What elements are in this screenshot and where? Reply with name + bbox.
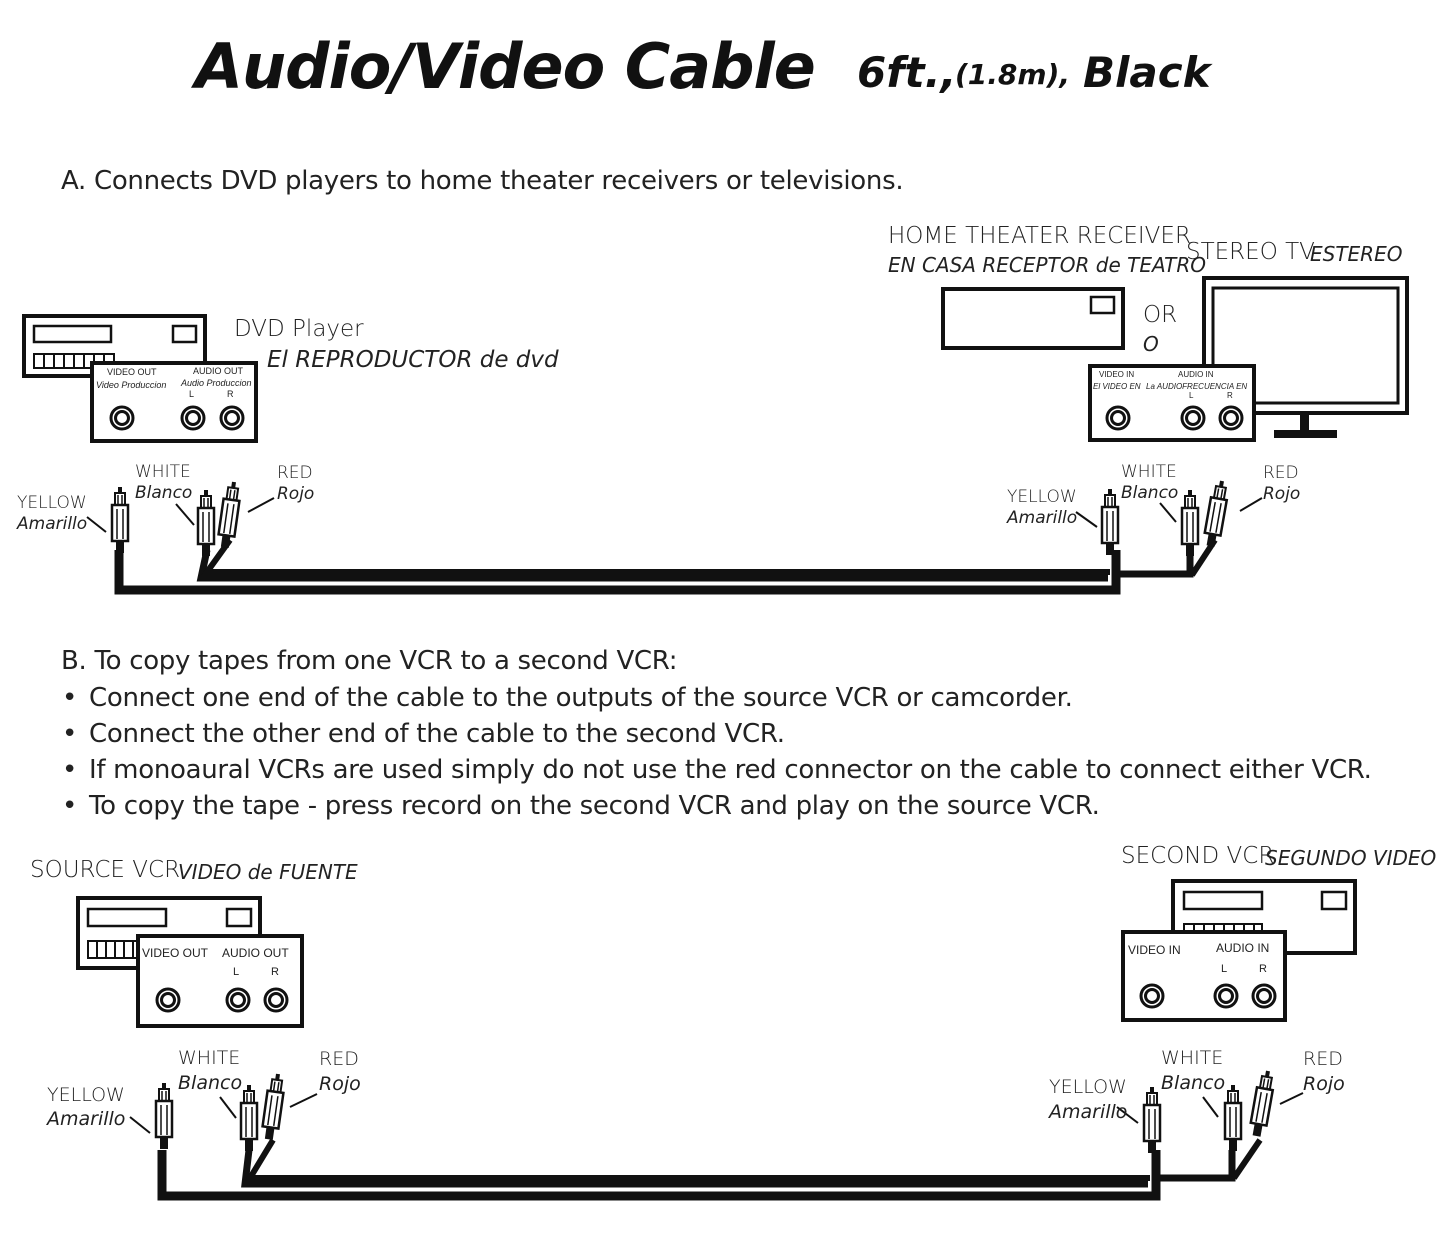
yellow-plug-label-right: YELLOW (1007, 487, 1077, 507)
yellow-plug-label-b-right: YELLOW (1049, 1076, 1127, 1098)
dvd-right-label: R (227, 389, 234, 399)
tv-video-in-label: VIDEO IN (1099, 370, 1135, 379)
source-video-out-label: VIDEO OUT (142, 946, 209, 960)
source-vcr-graphic (76, 896, 304, 1028)
cable-color: Black (1083, 48, 1211, 97)
source-right-label: R (271, 966, 279, 978)
red-plug-label: RED (277, 463, 313, 483)
second-audio-in-label: AUDIO IN (1216, 941, 1270, 955)
tv-video-in-label-es: El VIDEO EN (1093, 382, 1141, 391)
dvd-video-out-label: VIDEO OUT (107, 367, 157, 377)
dvd-player-graphic (22, 314, 258, 443)
white-plug-label-right: WHITE (1121, 462, 1177, 482)
or-label-es: O (1143, 332, 1159, 356)
dvd-player-label-es: El REPRODUCTOR de dvd (267, 347, 559, 373)
tv-audio-in-label: AUDIO IN (1178, 370, 1214, 379)
section-a-heading: A. Connects DVD players to home theater … (61, 166, 904, 196)
dvd-left-label: L (189, 389, 195, 399)
source-left-label: L (233, 966, 240, 978)
source-vcr-label-es: VIDEO de FUENTE (178, 860, 358, 884)
white-plug-label-right-es: Blanco (1121, 483, 1179, 503)
yellow-plug-label: YELLOW (17, 493, 87, 513)
dvd-audio-out-label-es: Audio Produccion (181, 378, 252, 388)
bullet-icon: • (62, 683, 78, 713)
tv-label-es: ESTEREO (1310, 242, 1403, 266)
white-plug-label: WHITE (135, 462, 191, 482)
red-plug-label-b: RED (319, 1048, 359, 1070)
list-item: •Connect one end of the cable to the out… (62, 680, 1372, 716)
red-plug-label-b-right: RED (1303, 1048, 1343, 1070)
receiver-label: HOME THEATER RECEIVER (888, 223, 1191, 249)
white-plug-label-b-es: Blanco (178, 1072, 243, 1094)
dvd-player-label: DVD Player (234, 316, 364, 342)
or-label: OR (1143, 302, 1178, 328)
white-plug-label-es: Blanco (135, 483, 193, 503)
list-item: •To copy the tape - press record on the … (62, 788, 1372, 824)
dvd-video-out-label-es: Video Produccion (96, 380, 167, 390)
white-plug-label-b-right-es: Blanco (1161, 1072, 1226, 1094)
source-audio-out-label: AUDIO OUT (222, 946, 289, 960)
yellow-plug-label-b-right-es: Amarillo (1049, 1101, 1128, 1123)
second-vcr-graphic (1121, 879, 1357, 1022)
tv-graphic (1088, 276, 1409, 442)
second-left-label: L (1221, 963, 1228, 975)
yellow-plug-label-b-es: Amarillo (47, 1108, 126, 1130)
yellow-plug-label-es: Amarillo (17, 514, 88, 534)
source-vcr-label: SOURCE VCR (30, 857, 181, 883)
yellow-plug-label-b: YELLOW (47, 1084, 125, 1106)
page-title: Audio/Video Cable (195, 30, 816, 103)
bullet-icon: • (62, 719, 78, 749)
list-item: •If monoaural VCRs are used simply do no… (62, 752, 1372, 788)
section-b-heading: B. To copy tapes from one VCR to a secon… (61, 646, 678, 676)
second-vcr-label: SECOND VCR (1121, 843, 1275, 869)
white-plug-label-b: WHITE (178, 1047, 241, 1069)
tv-audio-in-label-es: La AUDIOFRECUENCIA EN (1146, 382, 1248, 391)
second-video-in-label: VIDEO IN (1128, 943, 1181, 957)
dvd-audio-out-label: AUDIO OUT (193, 366, 244, 376)
tv-right-label: R (1227, 391, 1233, 400)
red-plug-label-right: RED (1263, 463, 1299, 483)
red-plug-label-right-es: Rojo (1263, 484, 1301, 504)
red-plug-label-b-es: Rojo (319, 1073, 361, 1095)
yellow-plug-label-right-es: Amarillo (1007, 508, 1078, 528)
bullet-icon: • (62, 791, 78, 821)
cable-a-graphic (114, 538, 1218, 595)
white-plug-label-b-right: WHITE (1161, 1047, 1224, 1069)
cable-b-graphic (157, 1138, 1263, 1201)
receiver-label-es: EN CASA RECEPTOR de TEATRO (888, 253, 1207, 277)
receiver-graphic (941, 287, 1125, 350)
red-plug-label-es: Rojo (277, 484, 315, 504)
tv-label: STEREO TV (1186, 239, 1315, 265)
instruction-list: •Connect one end of the cable to the out… (62, 680, 1372, 824)
second-right-label: R (1259, 963, 1267, 975)
cable-length: 6ft., (857, 48, 957, 97)
bullet-icon: • (62, 755, 78, 785)
red-plug-label-b-right-es: Rojo (1303, 1073, 1345, 1095)
tv-left-label: L (1189, 391, 1194, 400)
cable-length-metric: (1.8m), (955, 58, 1071, 91)
second-vcr-label-es: SEGUNDO VIDEO (1265, 846, 1437, 870)
list-item: •Connect the other end of the cable to t… (62, 716, 1372, 752)
